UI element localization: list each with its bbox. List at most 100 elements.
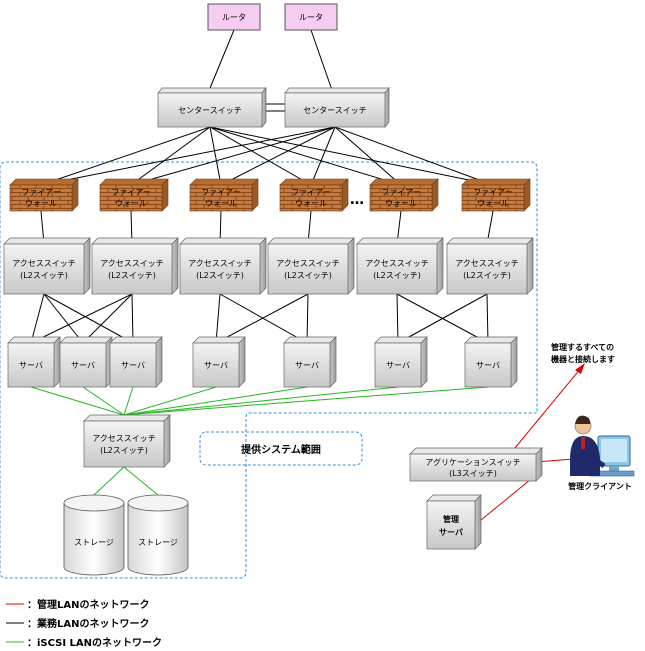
link-center2-fw6 <box>334 126 494 186</box>
svg-text:ウォール: ウォール <box>25 199 57 208</box>
server-1: サーバ <box>7 336 61 388</box>
svg-text:管理: 管理 <box>443 514 459 524</box>
region-label-box <box>199 431 363 466</box>
legend-mgmt-lan: ：管理LANのネットワーク <box>27 598 149 611</box>
access-switch-6: アクセススイッチ (L2スイッチ) <box>446 237 534 295</box>
svg-text:ファイアー: ファイアー <box>291 188 331 197</box>
link-mesh-b2 <box>215 293 309 344</box>
link-router2-center <box>310 29 334 94</box>
firewall-6: ファイアー ウォール <box>461 178 531 212</box>
firewall-3: ファイアー ウォール <box>189 178 259 212</box>
server-6: サーバ <box>374 336 428 388</box>
svg-text:アクセススイッチ: アクセススイッチ <box>100 259 164 268</box>
link-mesh-b1 <box>219 293 308 344</box>
svg-text:ウォール: ウォール <box>205 199 237 208</box>
svg-text:ルータ: ルータ <box>299 13 323 22</box>
link-center1-fw1 <box>40 126 211 186</box>
svg-text:ストレージ: ストレージ <box>74 538 114 547</box>
svg-text:サーバ: サーバ <box>386 361 410 370</box>
link-iscsi-server2 <box>82 386 125 416</box>
link-iscsi-storage2 <box>123 466 159 496</box>
router-1: ルータ <box>207 3 261 31</box>
aggregation-switch: アグリケーションスイッチ (L3スイッチ) <box>409 447 543 482</box>
firewall-5: ファイアー ウォール <box>369 178 439 212</box>
link-mgmt-arrow <box>509 367 582 455</box>
link-iscsi-storage1 <box>93 466 125 496</box>
link-center1-fw6 <box>209 126 494 186</box>
svg-text:(L2スイッチ): (L2スイッチ) <box>108 271 156 280</box>
server-3: サーバ <box>109 336 163 388</box>
svg-text:サーバ: サーバ <box>439 528 463 537</box>
svg-text:ルータ: ルータ <box>222 13 246 22</box>
link-center1-fw4 <box>209 126 312 186</box>
svg-text:アクセススイッチ: アクセススイッチ <box>12 259 76 268</box>
storage-1: ストレージ <box>63 494 125 576</box>
region-label: 提供システム範囲 <box>241 443 321 456</box>
link-mesh-a2 <box>43 293 134 344</box>
svg-text:センタースイッチ: センタースイッチ <box>303 106 367 115</box>
svg-text:アクセススイッチ: アクセススイッチ <box>92 434 156 443</box>
link-mesh-c3 <box>486 293 489 344</box>
link-iscsi-server4 <box>123 386 217 416</box>
server-4: サーバ <box>192 336 246 388</box>
link-mesh-b3 <box>306 293 309 344</box>
center-switch-1: センタースイッチ <box>157 87 267 128</box>
router-2: ルータ <box>284 3 338 31</box>
storage-2: ストレージ <box>127 494 189 576</box>
svg-text:サーバ: サーバ <box>295 361 319 370</box>
svg-text:アクセススイッチ: アクセススイッチ <box>365 259 429 268</box>
center-switch-2: センタースイッチ <box>284 87 390 128</box>
access-switch-5: アクセススイッチ (L2スイッチ) <box>356 237 444 295</box>
access-switch-1: アクセススイッチ (L2スイッチ) <box>3 237 91 295</box>
link-center2-fw3 <box>220 126 336 186</box>
link-iscsi-server1 <box>30 386 125 416</box>
link-router1-center <box>207 29 235 94</box>
access-switch-4: アクセススイッチ (L2スイッチ) <box>267 237 355 295</box>
svg-text:アクセススイッチ: アクセススイッチ <box>455 259 519 268</box>
link-mesh-c0 <box>396 293 399 344</box>
server-2: サーバ <box>59 336 113 388</box>
svg-text:ウォール: ウォール <box>115 199 147 208</box>
mgmt-arrowhead <box>575 363 585 374</box>
link-mesh-a4 <box>82 293 133 344</box>
svg-text:(L2スイッチ): (L2スイッチ) <box>463 271 511 280</box>
link-mesh-a1 <box>43 293 84 344</box>
svg-text:(L3スイッチ): (L3スイッチ) <box>449 469 497 478</box>
link-iscsi-server3 <box>123 386 134 416</box>
link-iscsi-server6 <box>123 386 399 416</box>
link-mesh-a3 <box>30 293 133 344</box>
svg-text:ファイアー: ファイアー <box>473 188 513 197</box>
svg-text:サーバ: サーバ <box>71 361 95 370</box>
firewall-ellipsis: … <box>350 192 364 208</box>
network-links <box>30 29 587 521</box>
svg-text:サーバ: サーバ <box>476 361 500 370</box>
svg-text:ファイアー: ファイアー <box>201 188 241 197</box>
svg-text:サーバ: サーバ <box>19 361 43 370</box>
access-switch-2: アクセススイッチ (L2スイッチ) <box>91 237 179 295</box>
svg-text:サーバ: サーバ <box>204 361 228 370</box>
server-5: サーバ <box>283 336 337 388</box>
legend-iscsi-lan: ：iSCSI LANのネットワーク <box>27 637 162 649</box>
svg-text:ファイアー: ファイアー <box>381 188 421 197</box>
access-switch-3: アクセススイッチ (L2スイッチ) <box>179 237 267 295</box>
firewall-2: ファイアー ウォール <box>99 178 169 212</box>
svg-text:センタースイッチ: センタースイッチ <box>178 106 242 115</box>
link-mesh-b0 <box>215 293 221 344</box>
svg-text:ファイアー: ファイアー <box>21 188 61 197</box>
svg-text:ウォール: ウォール <box>295 199 327 208</box>
firewall-1: ファイアー ウォール <box>9 178 79 212</box>
svg-text:(L2スイッチ): (L2スイッチ) <box>373 271 421 280</box>
svg-text:アクセススイッチ: アクセススイッチ <box>188 259 252 268</box>
management-client-person-icon <box>570 415 635 477</box>
link-mesh-a5 <box>131 293 134 344</box>
firewall-4: ファイアー ウォール <box>279 178 349 212</box>
legend-business-lan: ：業務LANのネットワーク <box>27 617 149 630</box>
iscsi-access-switch: アクセススイッチ (L2スイッチ) <box>83 414 171 468</box>
link-center1-fw3 <box>209 126 222 186</box>
link-iscsi-server5 <box>123 386 308 416</box>
link-center2-fw2 <box>130 126 336 186</box>
link-center1-fw5 <box>209 126 402 186</box>
svg-text:アグリケーションスイッチ: アグリケーションスイッチ <box>425 457 520 467</box>
svg-text:(L2スイッチ): (L2スイッチ) <box>284 271 332 280</box>
